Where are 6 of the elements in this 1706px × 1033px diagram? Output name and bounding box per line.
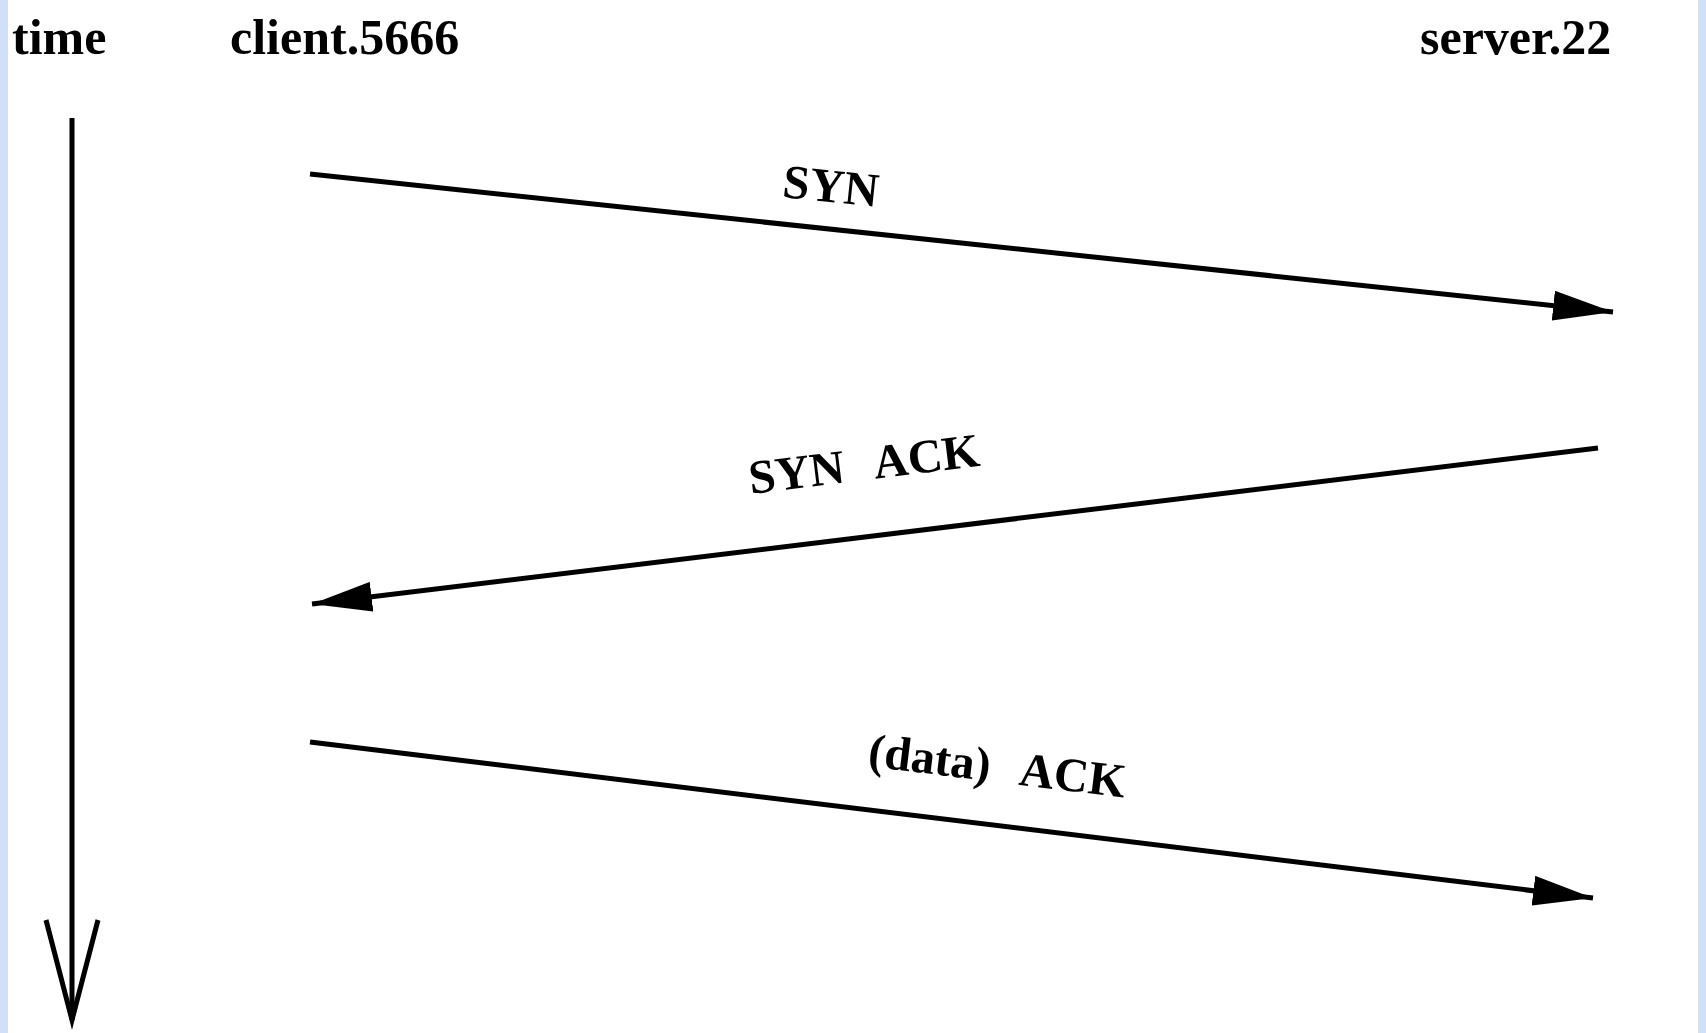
participant-name: client.5666 (230, 12, 460, 62)
message-label: SYN (780, 157, 882, 215)
axis-label: time (12, 12, 107, 62)
participant-name: server.22 (1420, 12, 1612, 62)
message-label: (data) ACK (866, 726, 1129, 806)
message-label: SYN ACK (745, 426, 983, 502)
